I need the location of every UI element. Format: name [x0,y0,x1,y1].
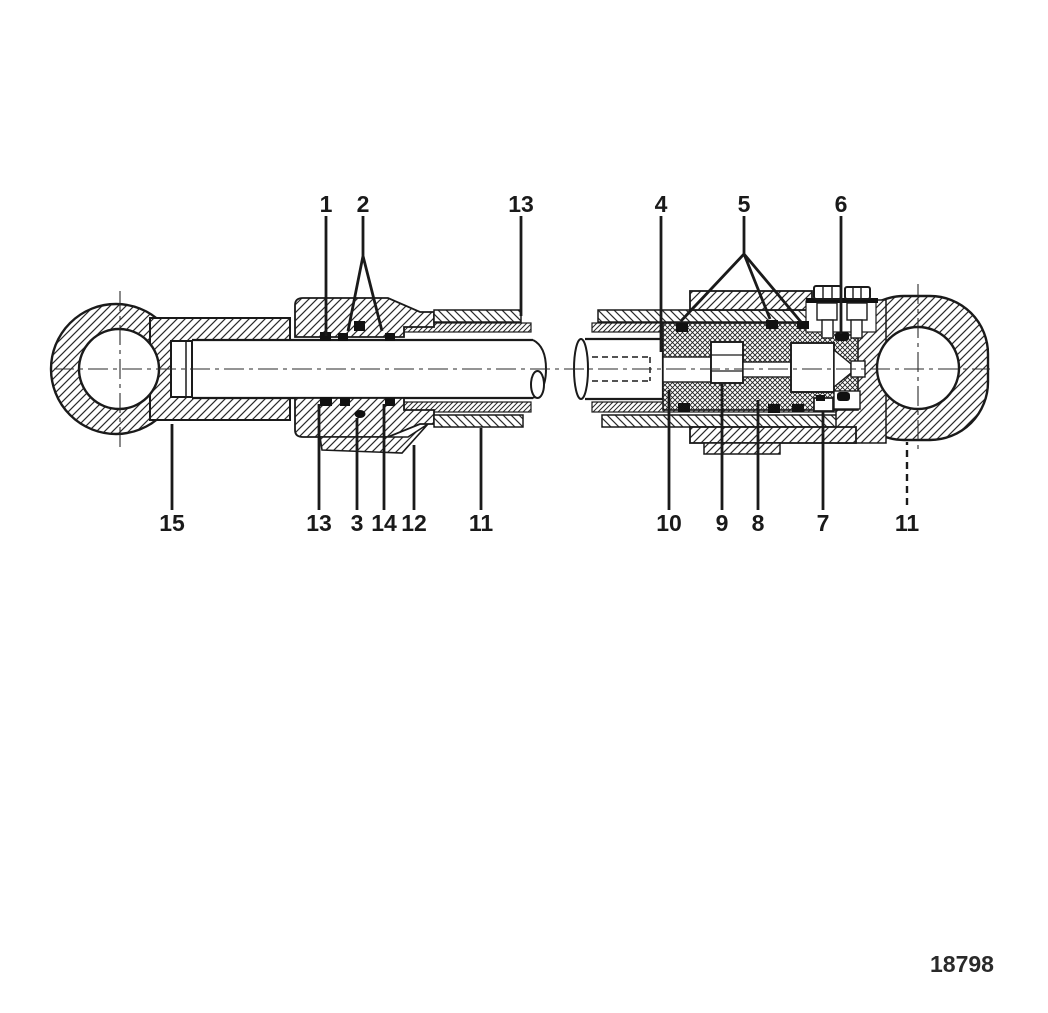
oring-part6 [835,332,849,341]
gland-cap-bottom [294,397,435,438]
outer-sleeve-bottom-step [703,442,781,455]
callout-4: 4 [655,191,668,352]
piston-seal-bottom-left [678,403,690,412]
cylinder-tube-right-outer-top [597,309,811,323]
callout-12: 12 [401,445,427,536]
gland-cap-top [294,297,435,338]
gland-hex-flange [319,423,429,454]
callout-6: 6 [835,191,848,334]
seal-part13-lower [320,397,332,406]
callout-5: 5 [679,191,803,323]
callout-2-label: 2 [357,191,370,217]
drawing-number: 18798 [930,951,994,977]
right-assembly [573,285,990,455]
piston-seal-bottom-right [792,404,804,412]
screw-right [844,286,871,339]
callout-3-label: 3 [351,510,364,536]
piston-nut-facets [711,354,743,372]
valve-retainer-seal [816,395,825,401]
cylinder-tube-right-outer-bottom [601,414,853,428]
callout-8-label: 8 [752,510,765,536]
callout-15-label: 15 [159,510,185,536]
seal-part1 [320,332,331,341]
screw-right-hex-facets [852,288,862,298]
callout-15: 15 [159,424,185,536]
check-valve-block [790,342,835,393]
callout-5-label: 5 [738,191,751,217]
piston-seal-top-mid [766,320,778,329]
screw-right-hex-head [844,286,871,300]
callout-11-right-label: 11 [895,510,920,536]
cylinder-tube-left-outer-bottom [433,414,524,428]
callout-9: 9 [716,384,729,536]
oring-part3 [354,410,366,418]
seal-part2-left [338,333,348,341]
callouts: 1 2 13 4 5 6 15 13 [159,191,919,536]
piston-seal-top-left [676,323,688,332]
callout-2: 2 [346,191,384,332]
callout-8: 8 [752,400,765,536]
callout-10-label: 10 [656,510,682,536]
callout-11-right: 11 [895,442,920,536]
callout-13-top-label: 13 [508,191,534,217]
cylinder-tube-left-outer-top [433,309,522,323]
screw-left-boss [816,302,838,321]
callout-13-bottom: 13 [306,404,332,536]
screw-left-shank [821,319,834,339]
callout-13-bottom-label: 13 [306,510,332,536]
rod-break-ellipse [530,370,545,399]
left-assembly [49,297,548,454]
callout-2-leader [346,216,384,332]
centerlines [54,284,990,452]
callout-14: 14 [371,404,397,536]
callout-1: 1 [320,191,333,336]
callout-11-left-label: 11 [469,510,494,536]
callout-9-label: 9 [716,510,729,536]
callout-14-label: 14 [371,510,397,536]
seal-part14 [385,398,395,406]
screw-left-hex-head [813,285,842,300]
callout-10: 10 [656,390,682,536]
callout-3: 3 [351,418,364,536]
seal-part2-right [385,333,395,341]
outer-sleeve-bottom [689,426,857,444]
callout-5-leader [679,216,803,323]
screw-right-boss [846,302,868,321]
piston-seal-top-right [797,321,809,329]
screw-right-shank [850,319,863,339]
callout-4-label: 4 [655,191,668,217]
piston-seal-bottom-mid [768,404,780,413]
callout-7-label: 7 [817,510,830,536]
callout-12-label: 12 [401,510,427,536]
callout-1-label: 1 [320,191,333,217]
callout-11-left: 11 [469,428,494,536]
screw-left-hex-facets [822,287,833,298]
seal-part2-upper [354,321,365,331]
screw-left [813,285,842,339]
callout-13-top: 13 [508,191,534,316]
oring-lower [837,392,850,401]
piston-nut [710,341,744,384]
seal-lower-mid [340,398,350,406]
callout-6-label: 6 [835,191,848,217]
callout-7: 7 [817,411,830,536]
